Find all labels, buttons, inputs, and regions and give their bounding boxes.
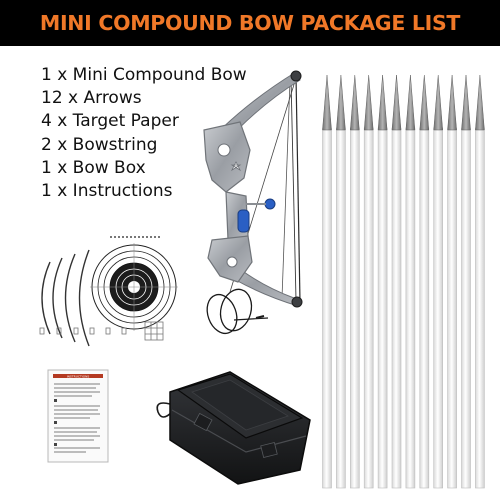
list-item: 12 x Arrows <box>41 88 142 109</box>
list-item: 2 x Bowstring <box>41 134 158 155</box>
arrow-icon <box>447 74 457 489</box>
list-item: 1 x Instructions <box>41 181 173 202</box>
list-item: 1 x Bow Box <box>41 157 146 178</box>
arrow-icon <box>349 74 360 489</box>
arrow-icon <box>322 74 332 489</box>
banner-title: MINI COMPOUND BOW PACKAGE LIST <box>39 11 461 35</box>
arrow-icon <box>363 74 374 489</box>
compound-bow-icon <box>203 70 303 308</box>
bowstring-icon <box>206 288 269 335</box>
instructions-sheet-icon: INSTRUCTIONS <box>47 369 109 463</box>
target-paper-icon <box>39 236 178 347</box>
arrow-icon <box>419 74 430 489</box>
arrows-group <box>322 74 485 489</box>
arrow-icon <box>405 74 416 489</box>
bow-box-icon <box>156 371 311 485</box>
package-list: 1 x Mini Compound Bow 12 x Arrows 4 x Ta… <box>41 64 247 203</box>
list-item: 4 x Target Paper <box>41 111 179 132</box>
arrow-icon <box>377 74 388 489</box>
instructions-sheet-header: INSTRUCTIONS <box>67 375 90 379</box>
arrow-icon <box>433 74 444 489</box>
list-item: 1 x Mini Compound Bow <box>41 65 247 85</box>
arrow-icon <box>336 74 346 489</box>
arrow-icon <box>391 74 402 489</box>
arrow-icon <box>461 74 471 489</box>
title-banner: MINI COMPOUND BOW PACKAGE LIST <box>0 0 500 46</box>
arrow-icon <box>475 74 485 489</box>
